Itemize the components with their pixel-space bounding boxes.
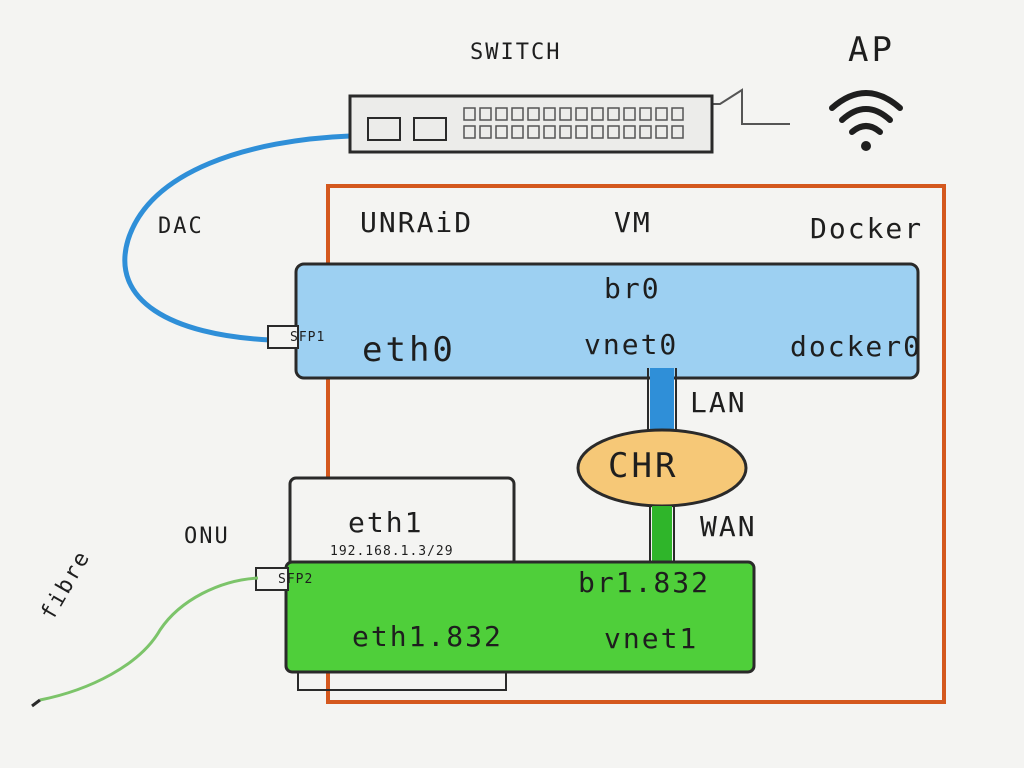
vm-label: VM: [614, 206, 652, 239]
switch-port: [463, 107, 476, 121]
br1-832-bridge: [284, 560, 756, 674]
chr-label: CHR: [608, 446, 679, 486]
switch-port: [511, 125, 524, 139]
unraid-host-box: [326, 184, 946, 704]
switch-port: [463, 125, 476, 139]
switch-port: [655, 125, 668, 139]
wifi-icon: [829, 90, 903, 151]
switch-port: [527, 125, 540, 139]
docker-label: Docker: [810, 212, 924, 245]
switch-port: [559, 107, 572, 121]
switch-port: [639, 107, 652, 121]
switch-port: [671, 125, 684, 139]
switch-port: [479, 107, 492, 121]
fibre-cable: [39, 576, 259, 702]
br0-bridge: [294, 262, 920, 380]
sfp1-label: SFP1: [290, 330, 326, 345]
sfp1-port: [267, 325, 299, 349]
switch-port: [607, 107, 620, 121]
vnet0-label: vnet0: [584, 328, 679, 361]
lan-link: [650, 368, 674, 434]
switch-port: [623, 107, 636, 121]
switch-port: [495, 107, 508, 121]
switch-label: SWITCH: [470, 40, 562, 65]
switch-port: [655, 107, 668, 121]
switch-port: [511, 107, 524, 121]
vnet1-label: vnet1: [604, 622, 699, 655]
switch-port: [607, 125, 620, 139]
switch-port: [479, 125, 492, 139]
switch-port: [623, 125, 636, 139]
eth0-label: eth0: [362, 330, 456, 370]
eth1-832-label: eth1.832: [352, 620, 503, 653]
dac-cable: [122, 133, 353, 343]
switch-port: [671, 107, 684, 121]
switch-port: [559, 125, 572, 139]
br0-label: br0: [604, 272, 661, 305]
br1-832-label: br1.832: [578, 566, 711, 599]
switch-port: [591, 107, 604, 121]
switch-port: [639, 125, 652, 139]
switch-port: [495, 125, 508, 139]
wan-label: WAN: [700, 510, 757, 543]
switch-port: [543, 107, 556, 121]
switch-port: [575, 107, 588, 121]
eth1-bottom-lip: [297, 671, 507, 691]
switch-port: [575, 125, 588, 139]
switch-port: [543, 125, 556, 139]
switch-port: [591, 125, 604, 139]
sfp2-label: SFP2: [278, 572, 314, 587]
dac-label: DAC: [158, 214, 204, 239]
docker0-label: docker0: [790, 330, 923, 363]
onu-label: ONU: [184, 524, 230, 549]
ap-label: AP: [848, 30, 895, 70]
lan-label: LAN: [690, 386, 747, 419]
switch-device: [348, 94, 714, 154]
eth1-label: eth1: [348, 506, 424, 539]
eth1-ip-label: 192.168.1.3/29: [330, 544, 454, 559]
unraid-label: UNRAiD: [360, 206, 474, 239]
wan-link: [652, 506, 672, 566]
switch-port: [527, 107, 540, 121]
